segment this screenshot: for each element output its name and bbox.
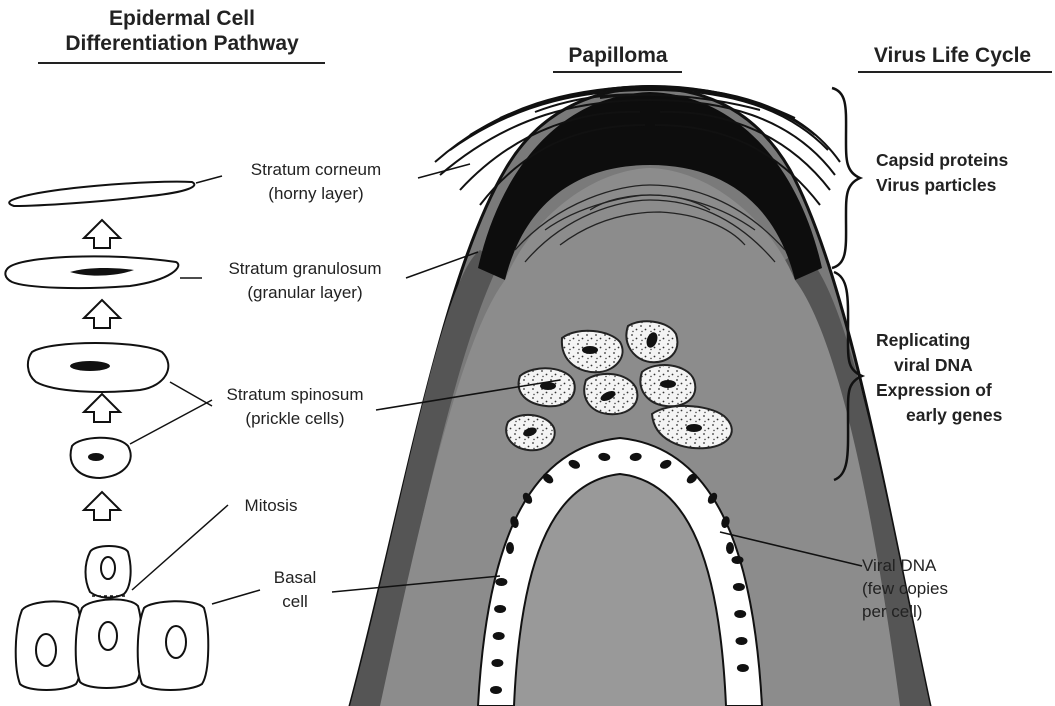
basal-cell-nucleus (495, 578, 507, 586)
viral-dna-label: Viral DNA (few copies per cell) (862, 554, 1042, 623)
late-stage-label: Capsid proteins Virus particles (876, 148, 1054, 198)
spinosum-label-line1: Stratum spinosum (206, 383, 384, 407)
basal-cell-nucleus (733, 583, 745, 591)
basal-cell-nucleus (494, 605, 506, 613)
center-heading: Papilloma (540, 43, 696, 68)
early-stage-line2: viral DNA (876, 353, 1054, 378)
brace-late (832, 88, 860, 268)
granulosum-label-line1: Stratum granulosum (200, 257, 410, 281)
basal-cell-nucleus (506, 542, 514, 554)
granulosum-label: Stratum granulosum (granular layer) (200, 257, 410, 305)
basal-cell-nucleus (493, 632, 505, 640)
spinosum-label: Stratum spinosum (prickle cells) (206, 383, 384, 431)
left-heading-line2: Differentiation Pathway (28, 31, 336, 56)
left-heading: Epidermal Cell Differentiation Pathway (28, 6, 336, 56)
corneum-label-line2: (horny layer) (216, 182, 416, 206)
right-heading: Virus Life Cycle (850, 43, 1055, 68)
late-stage-line1: Capsid proteins (876, 148, 1054, 173)
up-arrow (84, 492, 120, 520)
early-stage-line1: Replicating (876, 328, 1054, 353)
late-stage-line2: Virus particles (876, 173, 1054, 198)
early-stage-line4: early genes (876, 403, 1054, 428)
granulosum-label-line2: (granular layer) (200, 281, 410, 305)
viral-dna-line1: Viral DNA (862, 554, 1042, 577)
papilloma (350, 86, 930, 706)
basal-cell-nucleus (491, 659, 503, 667)
corneum-label: Stratum corneum (horny layer) (216, 158, 416, 206)
basal-label-line2: cell (260, 590, 330, 614)
basal-cell-nucleus (736, 637, 748, 645)
up-arrow (84, 394, 120, 422)
basal-label-line1: Basal (260, 566, 330, 590)
left-heading-line1: Epidermal Cell (28, 6, 336, 31)
differentiation-pathway (5, 182, 208, 690)
basal-cell-nucleus (734, 610, 746, 618)
early-stage-line3: Expression of (876, 378, 1054, 403)
corneum-cell (9, 182, 194, 206)
early-stage-label: Replicating viral DNA Expression of earl… (876, 328, 1054, 428)
mitosis-label: Mitosis (226, 494, 316, 518)
corneum-label-line1: Stratum corneum (216, 158, 416, 182)
up-arrow (84, 220, 120, 248)
basal-label: Basal cell (260, 566, 330, 614)
up-arrow (84, 300, 120, 328)
basal-cell-nucleus (732, 556, 744, 564)
basal-cell-nucleus (726, 542, 734, 554)
spinosum-label-line2: (prickle cells) (206, 407, 384, 431)
basal-cell-nucleus (490, 686, 502, 694)
viral-dna-line2: (few copies (862, 577, 1042, 600)
viral-dna-line3: per cell) (862, 600, 1042, 623)
basal-cell-nucleus (737, 664, 749, 672)
